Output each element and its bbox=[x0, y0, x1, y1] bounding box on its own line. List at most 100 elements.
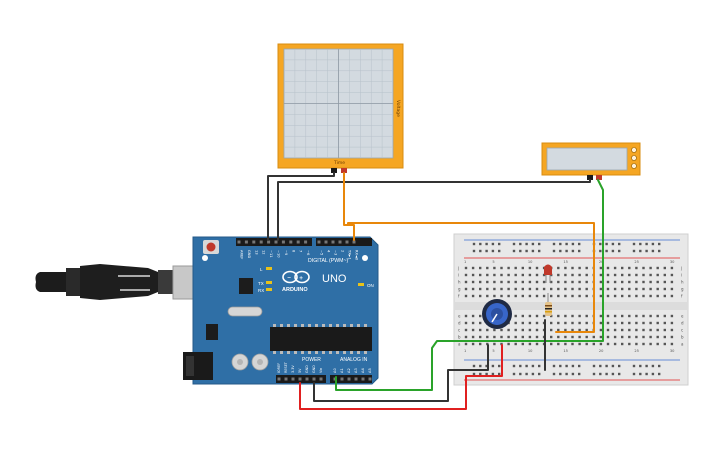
col-label: 20 bbox=[599, 260, 604, 264]
row-label: d bbox=[681, 321, 684, 326]
col-label: 10 bbox=[528, 349, 533, 353]
row-label: e bbox=[458, 314, 461, 319]
row-label: c bbox=[458, 328, 460, 333]
col-label: 15 bbox=[563, 260, 568, 264]
top-pin-label: ~5 bbox=[320, 250, 324, 255]
analog-pin-label: A2 bbox=[347, 368, 351, 373]
top-pin-label: ~10 bbox=[277, 250, 281, 258]
row-label: f bbox=[458, 294, 460, 299]
row-label: g bbox=[458, 287, 461, 292]
voltage-regulator bbox=[206, 324, 218, 340]
meter-terminal-pos[interactable] bbox=[596, 175, 602, 180]
power-pin-label: 5V bbox=[298, 368, 302, 373]
mode-r-icon[interactable] bbox=[631, 163, 637, 169]
power-pin-label: RESET bbox=[284, 361, 288, 373]
arduino-logo: − + bbox=[282, 270, 310, 284]
wire-red-5v[interactable] bbox=[299, 344, 503, 410]
col-label: 10 bbox=[528, 260, 533, 264]
row-label: h bbox=[681, 280, 684, 285]
top-pin-label: RX◄0 bbox=[355, 250, 359, 261]
row-label: b bbox=[458, 335, 461, 340]
mode-a-icon[interactable] bbox=[631, 147, 637, 153]
power-pin-label: GND bbox=[312, 365, 316, 373]
digital-label: DIGITAL (PWM~) bbox=[308, 258, 348, 264]
top-pin-label: ~11 bbox=[269, 250, 273, 258]
row-label: b bbox=[681, 335, 684, 340]
multimeter-display bbox=[546, 147, 628, 171]
col-label: 20 bbox=[599, 349, 604, 353]
meter-terminal-neg[interactable] bbox=[587, 175, 593, 180]
scope-terminal-neg[interactable] bbox=[331, 168, 337, 173]
analog-pin-label: A5 bbox=[368, 368, 372, 373]
row-label: a bbox=[681, 342, 684, 347]
led-rx bbox=[266, 288, 272, 291]
row-label: h bbox=[458, 280, 461, 285]
led-rx-label: RX bbox=[258, 288, 264, 293]
power-pin-label: GND bbox=[305, 365, 309, 373]
digital-header-left bbox=[236, 238, 312, 246]
model-label: UNO bbox=[322, 273, 347, 285]
row-label: g bbox=[681, 287, 684, 292]
usb-cable[interactable] bbox=[35, 264, 204, 300]
red-led[interactable] bbox=[544, 264, 552, 284]
oscilloscope[interactable]: Time Voltage bbox=[277, 43, 404, 173]
wire-green-meter[interactable] bbox=[335, 179, 604, 391]
col-label: 25 bbox=[634, 260, 639, 264]
row-label: c bbox=[681, 328, 683, 333]
svg-text:−: − bbox=[287, 275, 291, 281]
top-pin-label: 2 bbox=[341, 250, 345, 252]
row-label: d bbox=[458, 321, 461, 326]
potentiometer[interactable] bbox=[482, 299, 512, 329]
wire-orange[interactable] bbox=[343, 172, 595, 333]
analog-label: ANALOG IN bbox=[340, 357, 368, 363]
top-pin-label: TX►1 bbox=[348, 249, 352, 260]
top-pin-label: ~6 bbox=[306, 250, 310, 256]
scope-terminal-pos[interactable] bbox=[341, 168, 347, 173]
row-label: j bbox=[680, 266, 682, 271]
top-pin-label: 12 bbox=[262, 250, 266, 255]
col-label: 30 bbox=[670, 260, 675, 264]
top-pin-label: 13 bbox=[254, 250, 258, 255]
top-pin-label: ~3 bbox=[334, 250, 338, 255]
power-label: POWER bbox=[302, 357, 321, 363]
wire-black-meter[interactable] bbox=[277, 179, 591, 241]
resistor[interactable] bbox=[545, 293, 552, 316]
power-pin-label: IOREF bbox=[277, 363, 281, 373]
analog-pin-label: A1 bbox=[340, 368, 344, 373]
row-label: f bbox=[681, 294, 683, 299]
arduino-logo-text: ARDUINO bbox=[282, 287, 308, 293]
power-pin-label: 3.3V bbox=[291, 365, 295, 373]
col-label: 25 bbox=[634, 349, 639, 353]
atmega-chip bbox=[270, 327, 372, 351]
top-pin-label: AREF bbox=[240, 250, 244, 259]
col-label: 30 bbox=[670, 349, 675, 353]
led-l bbox=[266, 267, 272, 270]
top-pin-label: 7 bbox=[299, 250, 303, 252]
row-label: i bbox=[681, 273, 682, 278]
led-l-label: L bbox=[260, 267, 263, 272]
analog-pin-label: A0 bbox=[333, 368, 337, 373]
wire-black-scope[interactable] bbox=[267, 172, 335, 241]
mount-hole bbox=[202, 255, 208, 261]
led-tx bbox=[266, 281, 272, 284]
crystal bbox=[227, 306, 263, 317]
mode-v-icon[interactable] bbox=[631, 155, 637, 161]
wire-black-ground[interactable] bbox=[313, 344, 489, 402]
scope-x-label: Time bbox=[333, 160, 345, 166]
led-tx-label: TX bbox=[258, 281, 264, 286]
center-channel bbox=[454, 302, 688, 310]
col-label: 1 bbox=[464, 349, 466, 353]
usb-chip bbox=[239, 278, 253, 294]
digital-header-right bbox=[316, 238, 372, 246]
row-label: a bbox=[458, 342, 461, 347]
row-label: i bbox=[458, 273, 459, 278]
led-on-label: ON bbox=[367, 283, 374, 288]
power-pin-label: Vin bbox=[319, 368, 323, 373]
mount-hole bbox=[362, 255, 368, 261]
top-pin-label: 4 bbox=[327, 250, 331, 253]
multimeter[interactable] bbox=[541, 142, 641, 180]
scope-y-label: Voltage bbox=[395, 100, 401, 117]
col-label: 5 bbox=[492, 349, 494, 353]
